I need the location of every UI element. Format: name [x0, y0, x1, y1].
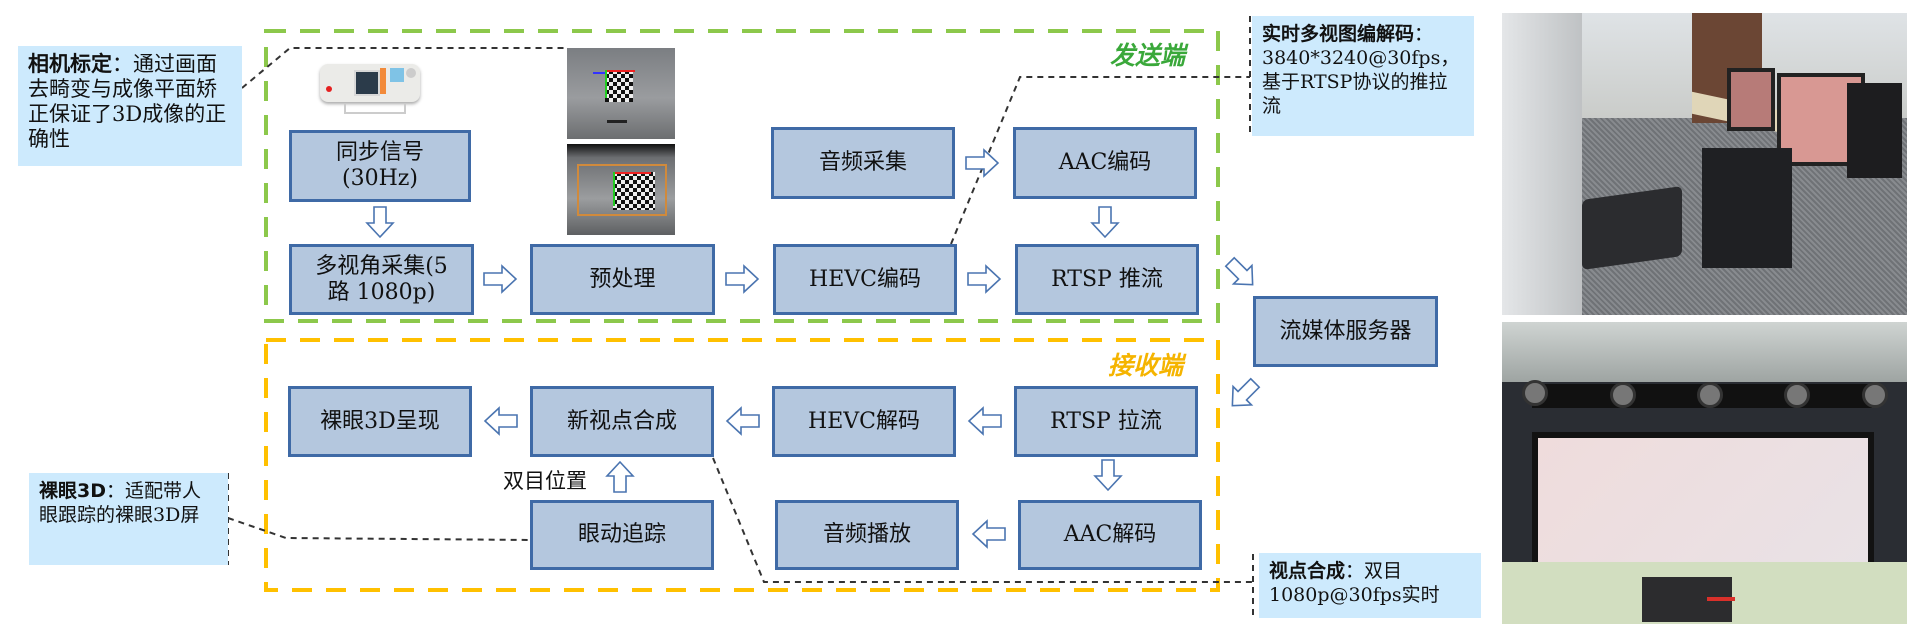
arrow-sync-to-capture	[366, 206, 394, 238]
node-multiview-capture-line2: 路 1080p)	[327, 279, 436, 305]
node-hevc-decode: HEVC解码	[772, 386, 956, 457]
note-view-synthesis: 视点合成：双目1080p@30fps实时	[1259, 553, 1481, 618]
note-realtime-codec: 实时多视图编解码：3840*3240@30fps，基于RTSP协议的推拉流	[1252, 16, 1474, 136]
node-hevc-decode-label: HEVC解码	[808, 408, 920, 434]
node-audio-capture-label: 音频采集	[818, 150, 907, 175]
node-rtsp-pull-label: RTSP 拉流	[1050, 408, 1162, 434]
arrow-hevc-decode-to-synthesis	[726, 407, 760, 435]
arrow-preprocess-to-hevc	[725, 265, 759, 293]
note-naked-eye-3d-title: 裸眼3D	[39, 480, 106, 502]
note-camera-calibration-title: 相机标定	[28, 52, 112, 76]
arrow-aac-decode-to-audio-playback	[972, 520, 1006, 548]
node-rtsp-pull: RTSP 拉流	[1014, 386, 1198, 457]
arrow-server-to-rtsp-pull	[1222, 373, 1265, 416]
checkerboard-rectified-photo	[567, 144, 675, 235]
arrow-aac-to-rtsp	[1091, 206, 1119, 238]
arrow-rtsp-to-server	[1220, 252, 1263, 295]
node-view-synthesis: 新视点合成	[530, 386, 714, 457]
callout-line-naked-eye	[227, 517, 533, 541]
node-eye-tracking-label: 眼动追踪	[577, 522, 666, 547]
node-sync-signal-line2: (30Hz)	[342, 166, 418, 191]
arrow-synthesis-to-display	[484, 407, 518, 435]
edge-label-binocular-position: 双目位置	[503, 469, 587, 493]
node-aac-decode: AAC解码	[1018, 500, 1202, 570]
arrow-capture-to-preprocess	[483, 265, 517, 293]
note-naked-eye-3d-body: 适配带人眼跟踪的裸眼3D屏	[39, 480, 202, 526]
node-audio-playback: 音频播放	[775, 500, 959, 570]
node-media-server-label: 流媒体服务器	[1279, 318, 1412, 344]
note-view-synthesis-body: 双目1080p@30fps实时	[1269, 560, 1440, 606]
node-media-server: 流媒体服务器	[1253, 296, 1438, 367]
receiver-region-label: 接收端	[1108, 351, 1184, 380]
node-multiview-capture-line1: 多视角采集(5	[315, 253, 448, 279]
arrow-rtsp-pull-to-hevc-decode	[968, 407, 1002, 435]
note-naked-eye-3d: 裸眼3D：适配带人眼跟踪的裸眼3D屏	[29, 473, 228, 565]
node-preprocess: 预处理	[530, 244, 715, 315]
note-sep: ：	[112, 52, 133, 76]
arrow-hevc-to-rtsp	[967, 265, 1001, 293]
arrow-rtsp-pull-to-aac-decode	[1094, 459, 1122, 491]
sender-region-label: 发送端	[1110, 41, 1186, 70]
node-view-synthesis-label: 新视点合成	[566, 408, 677, 434]
arrow-audio-to-aac	[965, 149, 999, 177]
checkerboard-calibration-photo	[567, 48, 675, 139]
node-naked-eye-3d-display: 裸眼3D呈现	[288, 386, 472, 457]
node-sync-signal-line1: 同步信号	[335, 140, 424, 165]
node-preprocess-label: 预处理	[589, 266, 656, 292]
node-naked-eye-3d-display-label: 裸眼3D呈现	[320, 408, 440, 434]
note-view-synthesis-title: 视点合成	[1269, 560, 1346, 582]
node-rtsp-push: RTSP 推流	[1015, 244, 1199, 315]
note-camera-calibration: 相机标定：通过画面去畸变与成像平面矫正保证了3D成像的正确性	[18, 46, 242, 166]
node-aac-encode-label: AAC编码	[1058, 150, 1152, 175]
node-aac-decode-label: AAC解码	[1063, 522, 1157, 547]
note-realtime-codec-title: 实时多视图编解码	[1262, 23, 1415, 45]
signal-generator-photo	[314, 58, 430, 120]
node-rtsp-push-label: RTSP 推流	[1051, 266, 1163, 292]
note-camera-calibration-body: 通过画面去畸变与成像平面矫正保证了3D成像的正确性	[28, 52, 227, 151]
note-sep: ：	[1345, 560, 1365, 582]
camera-rig-3d-display-photo	[1502, 322, 1907, 624]
node-hevc-encode: HEVC编码	[773, 244, 957, 315]
node-multiview-capture: 多视角采集(5 路 1080p)	[289, 244, 474, 315]
node-hevc-encode-label: HEVC编码	[809, 266, 921, 292]
note-sep: ：	[106, 480, 126, 502]
note-realtime-codec-body: 3840*3240@30fps，基于RTSP协议的推拉流	[1262, 47, 1460, 117]
node-eye-tracking: 眼动追踪	[530, 500, 714, 570]
node-aac-encode: AAC编码	[1013, 127, 1197, 199]
arrow-eye-tracking-to-synthesis	[606, 461, 634, 493]
node-sync-signal: 同步信号 (30Hz)	[289, 130, 471, 202]
lab-room-photo	[1502, 13, 1907, 315]
node-audio-capture: 音频采集	[771, 127, 955, 199]
note-sep: ：	[1414, 23, 1434, 45]
node-audio-playback-label: 音频播放	[822, 522, 911, 547]
